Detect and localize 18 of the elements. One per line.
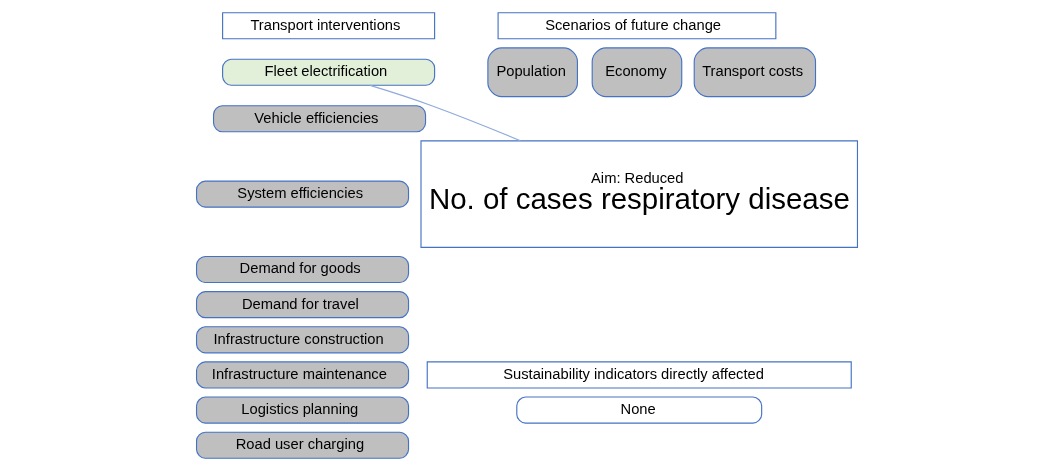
connector: [369, 84, 521, 142]
node-box: Sustainability indicators directly affected: [426, 361, 852, 389]
node-box: Infrastructure construction: [195, 326, 409, 354]
node-box: Scenarios of future change: [497, 12, 776, 40]
node-box: Transport costs: [693, 47, 816, 98]
node-box: Demand for travel: [195, 291, 409, 319]
node-box: Fleet electrification: [221, 58, 435, 86]
node-box: Vehicle efficiencies: [212, 105, 426, 133]
node-box: None: [515, 396, 762, 424]
node-box: Infrastructure maintenance: [195, 361, 409, 389]
node-box: System efficiencies: [195, 180, 409, 208]
node-box: Road user charging: [195, 431, 409, 459]
node-box: Transport interventions: [221, 12, 435, 40]
node-box: Population: [486, 47, 578, 98]
node-box: Economy: [591, 47, 682, 98]
node-box: Aim: Reduced No. of cases respiratory disease: [419, 140, 858, 248]
node-box: Logistics planning: [195, 396, 409, 424]
node-box: Demand for goods: [195, 255, 409, 284]
